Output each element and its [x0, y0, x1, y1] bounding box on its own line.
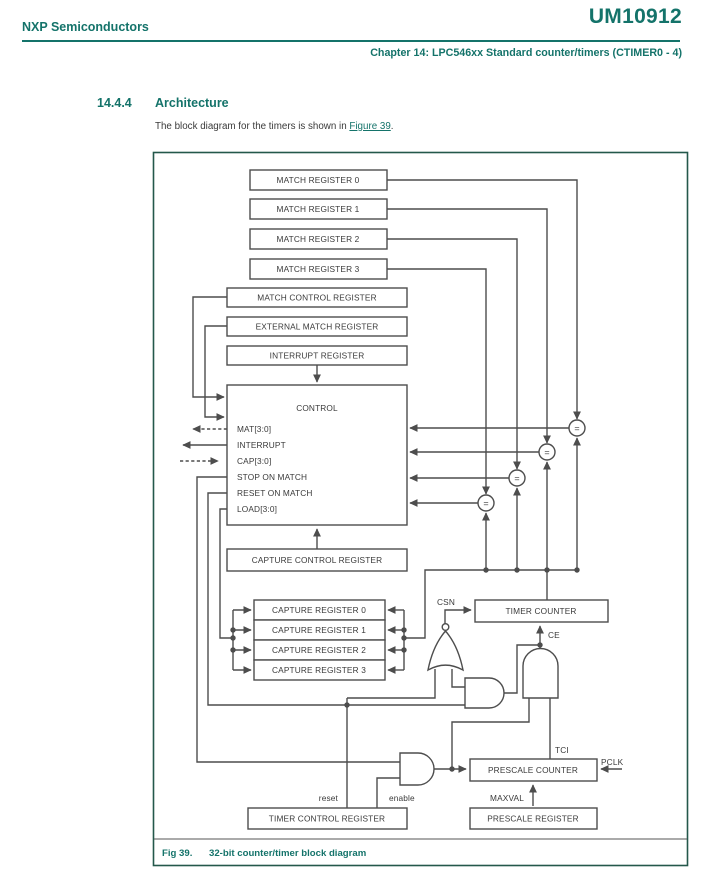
figure-frame — [152, 151, 689, 867]
control-signal-interrupt: INTERRUPT — [237, 440, 286, 450]
logic-gates — [399, 623, 559, 786]
maxval-label: MAXVAL — [490, 793, 524, 803]
body-text: The block diagram for the timers is show… — [155, 121, 394, 132]
and-gate-capture — [464, 677, 505, 709]
control-block: CONTROL MAT[3:0] INTERRUPT CAP[3:0] STOP… — [226, 384, 408, 526]
prescale-register-box: PRESCALE REGISTER — [469, 807, 598, 830]
comparator-3-symbol: = — [483, 499, 488, 509]
chapter-title: Chapter 14: LPC546xx Standard counter/ti… — [370, 47, 682, 59]
figure-caption: Fig 39. 32-bit counter/timer block diagr… — [162, 848, 366, 859]
comparator-2-symbol: = — [514, 474, 519, 484]
control-signal-reset-on-match: RESET ON MATCH — [237, 488, 313, 498]
comparator-1-symbol: = — [544, 448, 549, 458]
capture-register-2-box: CAPTURE REGISTER 2 — [253, 639, 386, 661]
interrupt-register-label: INTERRUPT REGISTER — [270, 351, 365, 361]
timer-control-register-label: TIMER CONTROL REGISTER — [269, 814, 385, 824]
vendor-name: NXP Semiconductors — [22, 20, 149, 34]
match-register-2-label: MATCH REGISTER 2 — [277, 234, 360, 244]
external-match-register-box: EXTERNAL MATCH REGISTER — [226, 316, 408, 337]
timer-counter-box: TIMER COUNTER — [474, 599, 609, 623]
control-signal-cap: CAP[3:0] — [237, 456, 271, 466]
and-gate-prescale-enable — [399, 752, 435, 786]
document-id: UM10912 — [588, 5, 682, 28]
capture-control-register-label: CAPTURE CONTROL REGISTER — [252, 555, 383, 565]
match-register-1-box: MATCH REGISTER 1 — [249, 198, 388, 220]
match-register-0-box: MATCH REGISTER 0 — [249, 169, 388, 191]
control-signal-stop-on-match: STOP ON MATCH — [237, 472, 307, 482]
pclk-label: PCLK — [601, 757, 624, 767]
capture-register-1-label: CAPTURE REGISTER 1 — [272, 625, 366, 635]
capture-register-3-box: CAPTURE REGISTER 3 — [253, 659, 386, 681]
match-register-3-box: MATCH REGISTER 3 — [249, 258, 388, 280]
comparator-match-2: = — [508, 469, 526, 487]
comparator-match-3: = — [477, 494, 495, 512]
capture-register-3-label: CAPTURE REGISTER 3 — [272, 665, 366, 675]
match-control-register-box: MATCH CONTROL REGISTER — [226, 287, 408, 308]
match-control-register-label: MATCH CONTROL REGISTER — [257, 293, 376, 303]
match-register-1-label: MATCH REGISTER 1 — [277, 204, 360, 214]
section-title: Architecture — [155, 96, 229, 110]
and-gate-count-enable — [522, 647, 559, 699]
wires — [180, 179, 622, 808]
enable-label: enable — [389, 793, 415, 803]
comparator-match-1: = — [538, 443, 556, 461]
body-text-prefix: The block diagram for the timers is show… — [155, 121, 350, 132]
capture-register-0-box: CAPTURE REGISTER 0 — [253, 599, 386, 621]
capture-register-1-box: CAPTURE REGISTER 1 — [253, 619, 386, 641]
prescale-register-label: PRESCALE REGISTER — [487, 814, 579, 824]
prescale-counter-box: PRESCALE COUNTER — [469, 758, 598, 782]
reset-label: reset — [319, 793, 339, 803]
body-text-suffix: . — [390, 121, 394, 132]
control-signal-load: LOAD[3:0] — [237, 504, 277, 514]
match-register-0-label: MATCH REGISTER 0 — [277, 175, 360, 185]
figure-caption-label: Fig 39. — [162, 848, 192, 859]
control-title: CONTROL — [296, 403, 338, 413]
capture-control-register-box: CAPTURE CONTROL REGISTER — [226, 548, 408, 572]
header-rule — [22, 40, 680, 42]
timer-counter-label: TIMER COUNTER — [505, 606, 576, 616]
nor-gate — [427, 623, 464, 672]
junction-dots — [230, 567, 580, 772]
register-boxes: MATCH REGISTER 0 MATCH REGISTER 1 MATCH … — [226, 169, 609, 830]
section-number: 14.4.4 — [97, 96, 132, 110]
comparator-match-0: = — [568, 419, 586, 437]
tci-label: TCI — [555, 745, 569, 755]
signal-labels: CSN CE TCI PCLK MAXVAL reset enable — [319, 597, 624, 803]
csn-label: CSN — [437, 597, 455, 607]
match-register-2-box: MATCH REGISTER 2 — [249, 228, 388, 250]
capture-register-0-label: CAPTURE REGISTER 0 — [272, 605, 366, 615]
ce-label: CE — [548, 630, 560, 640]
timer-control-register-box: TIMER CONTROL REGISTER — [247, 807, 408, 830]
external-match-register-label: EXTERNAL MATCH REGISTER — [256, 322, 379, 332]
match-register-3-label: MATCH REGISTER 3 — [277, 264, 360, 274]
control-signal-mat: MAT[3:0] — [237, 424, 271, 434]
figure-39-link[interactable]: Figure 39 — [349, 121, 391, 132]
prescale-counter-label: PRESCALE COUNTER — [488, 765, 578, 775]
comparators: = = = = — [477, 419, 586, 512]
figure-caption-text: 32-bit counter/timer block diagram — [209, 848, 366, 859]
comparator-0-symbol: = — [574, 424, 579, 434]
capture-register-2-label: CAPTURE REGISTER 2 — [272, 645, 366, 655]
interrupt-register-box: INTERRUPT REGISTER — [226, 345, 408, 366]
